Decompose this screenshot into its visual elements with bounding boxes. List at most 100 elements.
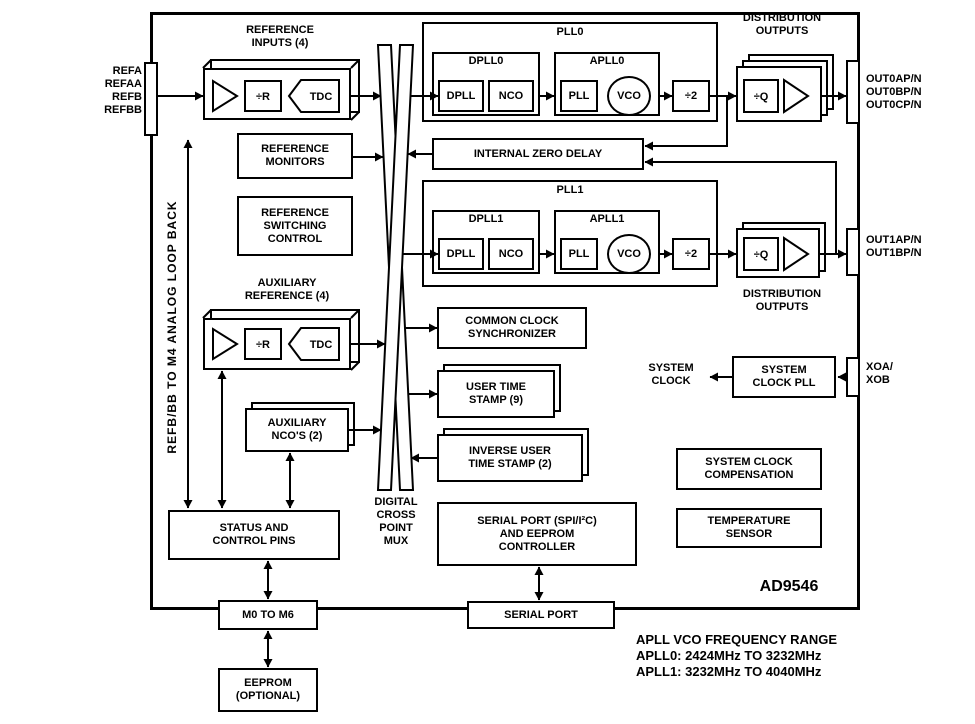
user-time-stamp-box: USER TIME STAMP (9): [437, 370, 555, 418]
label-line: SWITCHING: [263, 219, 327, 232]
dpll0-box: DPLL: [438, 80, 484, 112]
system-clock-compensation-box: SYSTEM CLOCK COMPENSATION: [676, 448, 822, 490]
internal-zero-delay-box: INTERNAL ZERO DELAY: [432, 138, 644, 170]
label-line: STATUS AND: [219, 522, 289, 534]
reference-monitors-box: REFERENCE MONITORS: [237, 133, 353, 179]
eeprom-box: EEPROM (OPTIONAL): [218, 668, 318, 712]
pin-label-out0c: OUT0CP/N: [866, 99, 922, 111]
mux-label: DIGITAL CROSS POINT MUX: [346, 496, 446, 548]
tdc-shape: [287, 79, 340, 113]
pin-label-refb: REFB: [112, 91, 142, 103]
label-line: USER TIME: [466, 381, 526, 393]
footnote-line: APLL VCO FREQUENCY RANGE: [636, 632, 838, 647]
distribution-cell-out0: ÷Q: [736, 66, 822, 122]
divide-r-label: ÷R: [256, 339, 270, 351]
distribution-cell-graphics: ÷Q: [743, 236, 810, 272]
tdc-label: TDC: [310, 91, 333, 103]
label-line: CROSS: [376, 509, 416, 521]
nco0-box: NCO: [488, 80, 534, 112]
pll1-pll-box: PLL: [560, 238, 598, 270]
aux-nco-box: AUXILIARY NCO'S (2): [245, 408, 349, 452]
pll1-title: PLL1: [556, 184, 584, 196]
nco1-box: NCO: [488, 238, 534, 270]
common-clock-synchronizer-box: COMMON CLOCK SYNCHRONIZER: [437, 307, 587, 349]
buffer-triangle-icon: [212, 327, 239, 361]
footnote-line: APLL1: 3232MHz TO 4040MHz: [636, 664, 822, 679]
pin-label-out1b: OUT1BP/N: [866, 247, 922, 259]
inverse-user-time-stamp-box: INVERSE USER TIME STAMP (2): [437, 434, 583, 482]
out1-pin-block: [846, 228, 860, 276]
label-line: COMMON CLOCK: [465, 315, 559, 327]
tdc-shape: [287, 327, 340, 361]
footnote-line: APLL0: 2424MHz TO 3232MHz: [636, 648, 822, 663]
label-line: SENSOR: [725, 528, 773, 540]
dpll0-group-label: DPLL0: [468, 55, 504, 67]
status-control-pins-box: STATUS AND CONTROL PINS: [168, 510, 340, 560]
driver-triangle-icon: [783, 78, 810, 114]
dpll1-group-label: DPLL1: [468, 213, 504, 225]
label-line: SYSTEM CLOCK: [705, 456, 793, 468]
label-line: INPUTS (4): [251, 37, 309, 49]
pin-label-out0b: OUT0BP/N: [866, 86, 922, 98]
pll0-div2-box: ÷2: [672, 80, 710, 112]
serial-port-box: SERIAL PORT: [467, 601, 615, 629]
label-line: DISTRIBUTION: [742, 12, 822, 24]
label-line: CLOCK PLL: [752, 377, 816, 389]
distribution-stack-out1: ÷Q: [736, 222, 826, 278]
label-line: EEPROM: [244, 677, 292, 689]
tdc-label: TDC: [310, 339, 333, 351]
label-line: INVERSE USER: [469, 445, 551, 457]
pin-label-refaa: REFAA: [104, 78, 142, 90]
label-line: POINT: [379, 522, 413, 534]
dpll1-box: DPLL: [438, 238, 484, 270]
part-number: AD9546: [759, 578, 819, 595]
label-line: DISTRIBUTION: [742, 288, 822, 300]
vco0-circle: VCO: [607, 76, 651, 116]
xo-pin-block: [846, 357, 860, 397]
distribution-cell-graphics: ÷Q: [743, 78, 810, 114]
label-line: REFERENCE (4): [244, 290, 330, 302]
label-line: CLOCK: [651, 375, 691, 387]
label-line: SYSTEM: [761, 364, 807, 376]
label-line: STAMP (9): [469, 394, 523, 406]
label-line: TIME STAMP (2): [468, 458, 552, 470]
m0-to-m6-box: M0 TO M6: [218, 600, 318, 630]
inverse-user-time-stamp-stack: INVERSE USER TIME STAMP (2): [437, 428, 589, 482]
divide-q-label: ÷Q: [754, 91, 769, 103]
pin-label-refbb: REFBB: [104, 104, 142, 116]
distribution-stack-out0: ÷Q: [736, 54, 834, 122]
temperature-sensor-box: TEMPERATURE SENSOR: [676, 508, 822, 548]
pin-label-out0a: OUT0AP/N: [866, 73, 922, 85]
label-line: SERIAL PORT (SPI/I²C): [477, 514, 597, 527]
label-line: REFERENCE: [261, 206, 329, 219]
label-line: AND EEPROM: [499, 527, 575, 540]
aux-reference-title: AUXILIARY REFERENCE (4): [217, 277, 357, 303]
label-line: AUXILIARY: [257, 277, 317, 289]
system-clock-label: SYSTEM CLOCK: [630, 362, 712, 388]
aux-nco-stack: AUXILIARY NCO'S (2): [245, 402, 355, 452]
label-line: AUXILIARY: [267, 417, 327, 429]
distribution-outputs-top-label: DISTRIBUTION OUTPUTS: [726, 12, 838, 38]
divide-r-box: [244, 328, 282, 360]
reference-inputs-title: REFERENCE INPUTS (4): [225, 24, 335, 50]
pll0-title: PLL0: [556, 26, 584, 38]
reference-input-cell: ÷R TDC: [203, 68, 351, 120]
analog-loopback-label: REFB/BB TO M4 ANALOG LOOP BACK: [165, 200, 179, 454]
aux-reference-cell: ÷R TDC: [203, 318, 351, 370]
label-line: NCO'S (2): [271, 430, 323, 442]
label-line: REFERENCE: [261, 143, 329, 155]
divide-q-label: ÷Q: [754, 249, 769, 261]
label-line: SYNCHRONIZER: [467, 328, 556, 340]
label-line: OUTPUTS: [755, 25, 809, 37]
label-line: OUTPUTS: [755, 301, 809, 313]
reference-input-cell-graphics: ÷R TDC: [212, 79, 340, 113]
label-line: DIGITAL: [374, 496, 418, 508]
pin-label-xoa: XOA/: [866, 361, 893, 373]
pll1-div2-box: ÷2: [672, 238, 710, 270]
user-time-stamp-stack: USER TIME STAMP (9): [437, 364, 561, 418]
label-line: CONTROL PINS: [212, 535, 296, 547]
label-line: MUX: [383, 535, 409, 547]
pin-label-xob: XOB: [866, 374, 890, 386]
ref-input-pin-block: [144, 62, 158, 136]
